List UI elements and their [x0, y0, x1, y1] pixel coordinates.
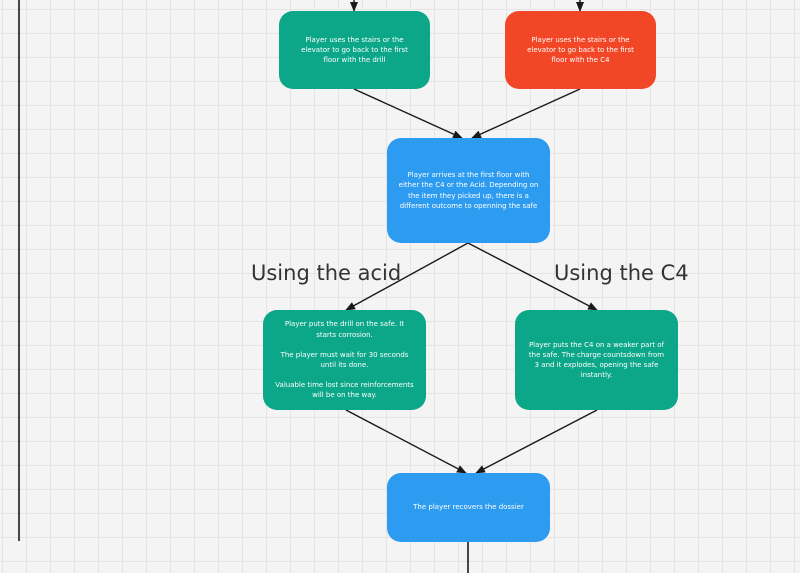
arrow-c4-to-recover [475, 409, 598, 474]
arrow-drill-to-arrival [353, 88, 463, 139]
label-using-c4: Using the C4 [554, 261, 689, 285]
node-recover-dossier[interactable]: The player recovers the dossier [387, 473, 550, 542]
node-arrival[interactable]: Player arrives at the first floor with e… [387, 138, 550, 243]
node-c4-outcome[interactable]: Player puts the C4 on a weaker part of t… [515, 310, 678, 410]
node-acid-outcome[interactable]: Player puts the drill on the safe. It st… [263, 310, 426, 410]
arrow-arrival-to-acid [345, 242, 469, 311]
arrow-arrival-to-c4 [467, 242, 598, 311]
node-drill-return[interactable]: Player uses the stairs or the elevator t… [279, 11, 430, 89]
arrow-acid-to-recover [345, 409, 467, 474]
arrow-c4-to-arrival [471, 88, 581, 139]
label-using-acid: Using the acid [251, 261, 402, 285]
node-c4-return[interactable]: Player uses the stairs or the elevator t… [505, 11, 656, 89]
